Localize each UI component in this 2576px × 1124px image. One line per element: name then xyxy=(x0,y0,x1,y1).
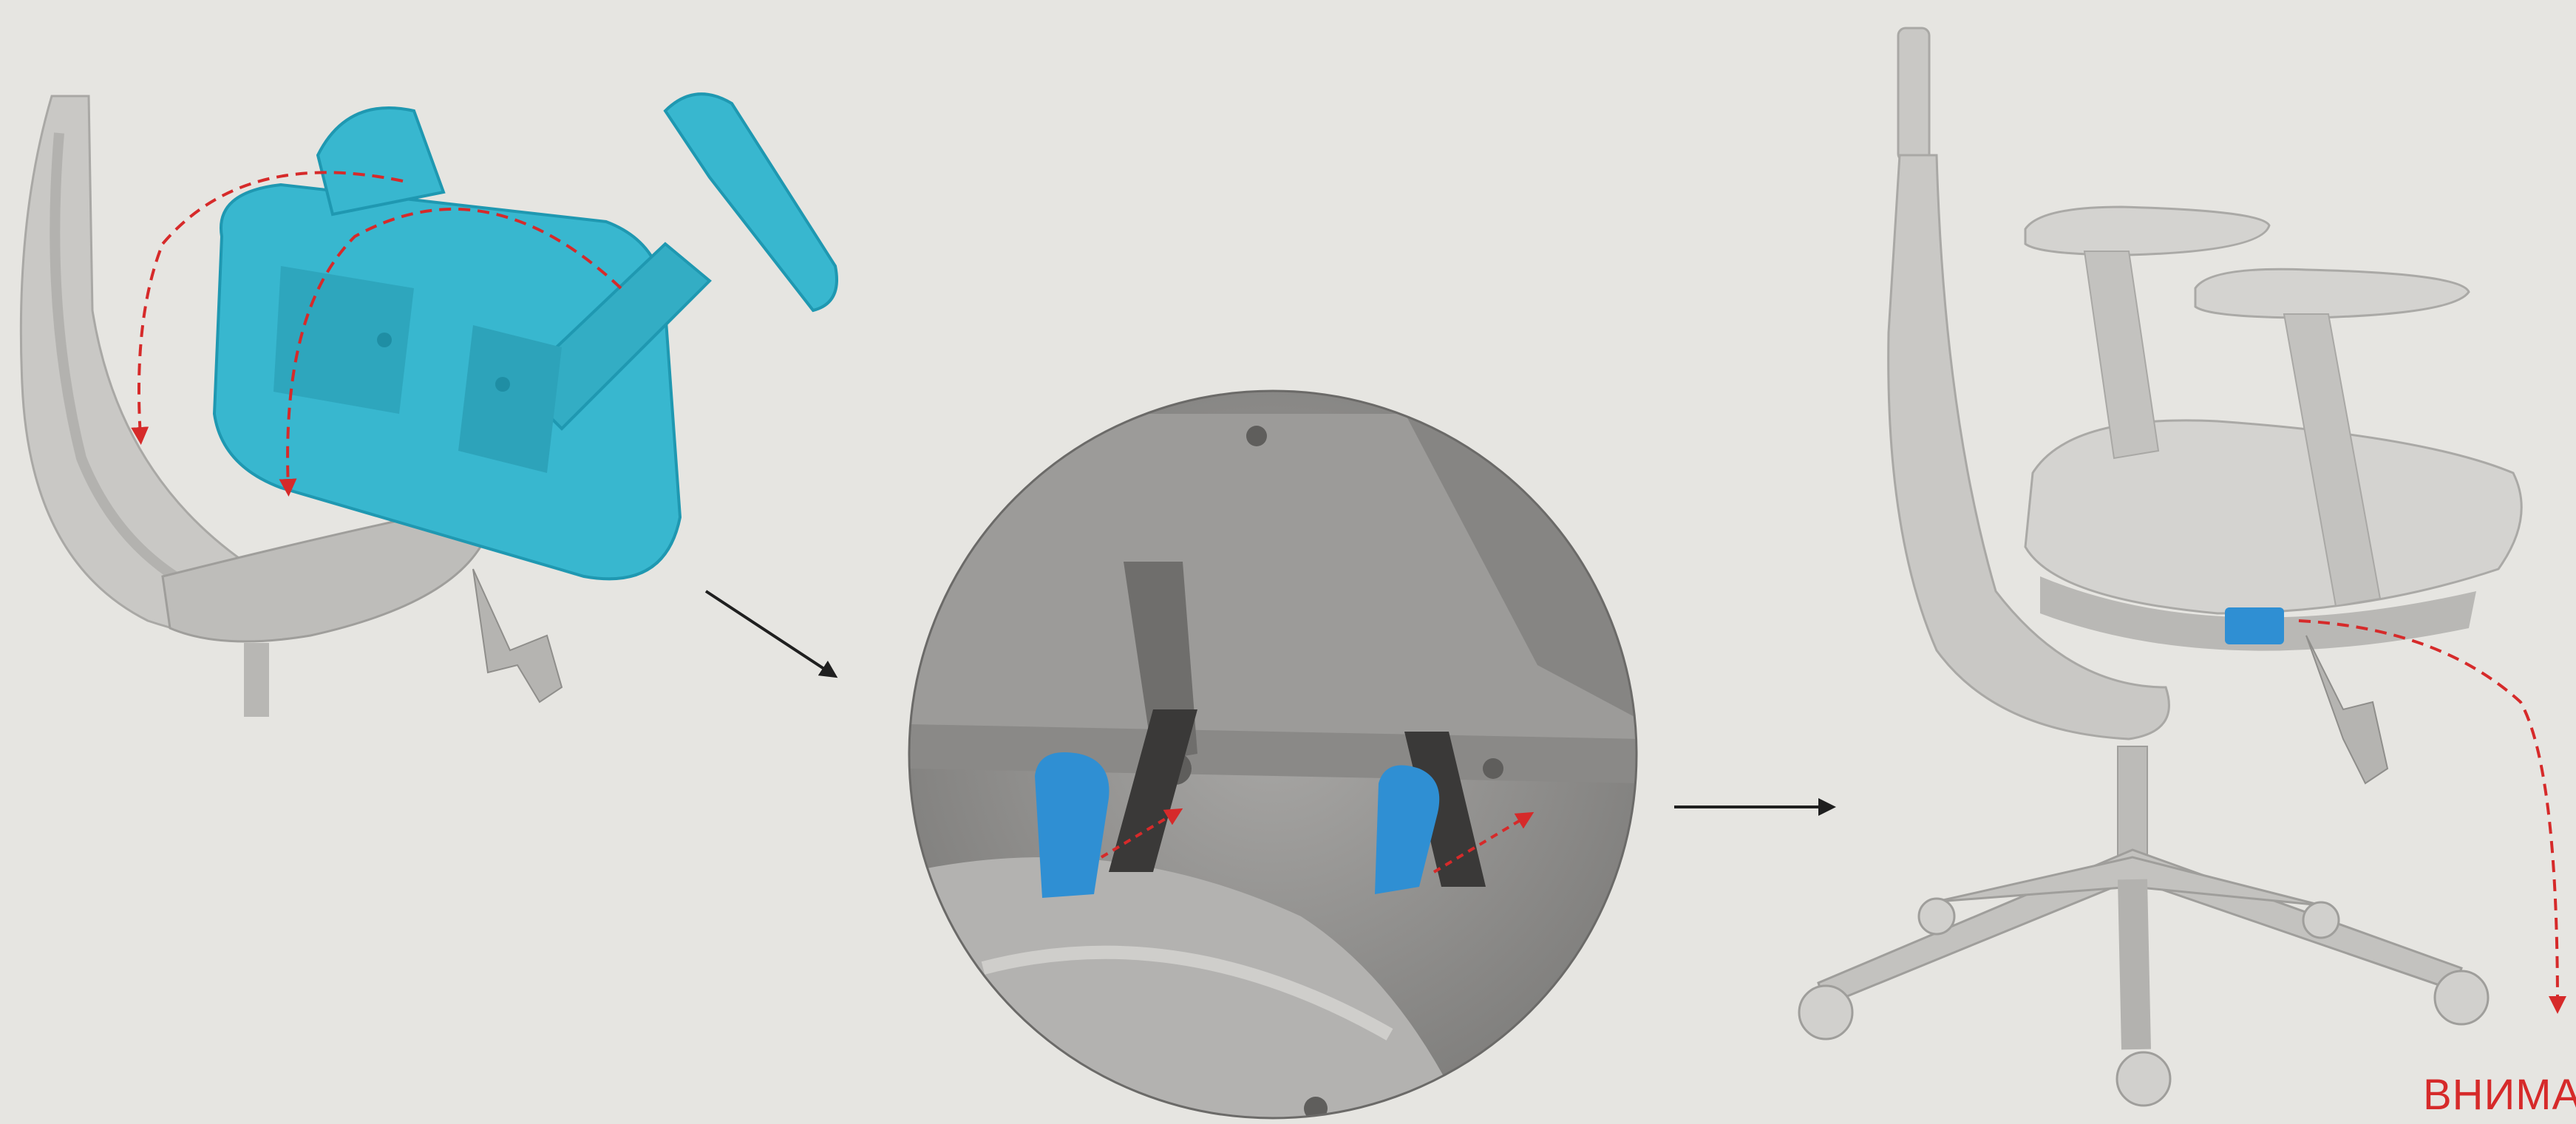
armrest-right xyxy=(2195,269,2469,318)
gas-lift xyxy=(244,643,269,717)
step-2-detail-zoom xyxy=(909,384,1648,1124)
caster xyxy=(2303,902,2339,938)
caster xyxy=(1919,899,1954,934)
step-3-illustration xyxy=(1799,28,2558,1106)
caster xyxy=(1799,986,1852,1039)
warning-label: ВНИМА xyxy=(2423,1070,2576,1120)
seat-part-highlighted xyxy=(214,94,837,579)
adjust-lever xyxy=(473,569,562,702)
step-1-illustration xyxy=(21,94,837,717)
seat-cushion xyxy=(2025,420,2521,613)
arrow-right-icon xyxy=(706,591,835,676)
latch-highlight xyxy=(2225,607,2284,644)
caster xyxy=(2435,971,2488,1024)
caster xyxy=(2117,1052,2170,1106)
armrest-left xyxy=(2025,207,2269,255)
